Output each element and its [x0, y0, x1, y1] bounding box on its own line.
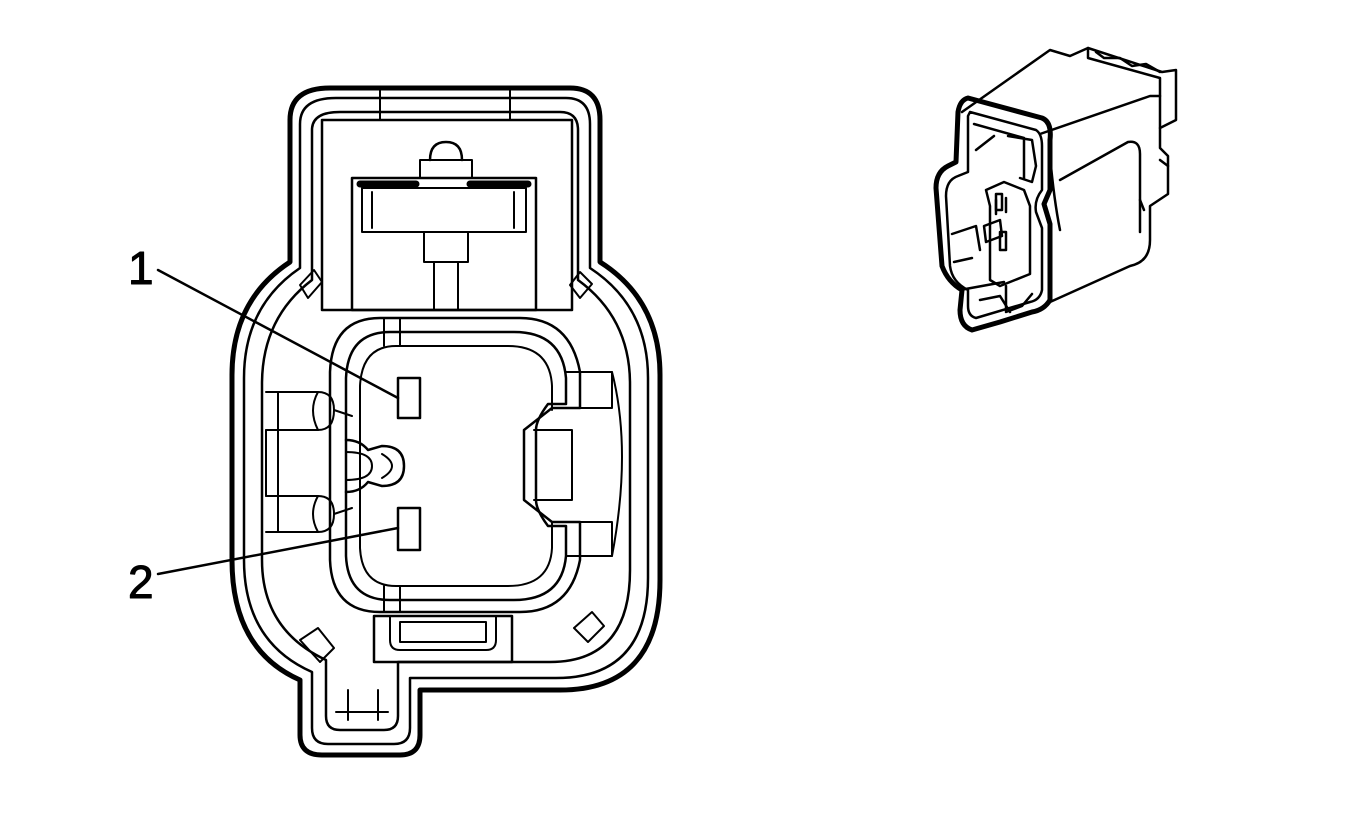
shoulder-notch-right	[569, 271, 593, 299]
callout-2: 2	[128, 526, 400, 609]
callout-2-label: 2	[128, 556, 154, 608]
shoulder-notch-left	[299, 269, 323, 299]
terminal-cavity-wall	[359, 345, 553, 587]
connector-isometric-view	[933, 46, 1178, 333]
callout-1-leader	[156, 268, 400, 400]
right-lock-block	[533, 429, 573, 501]
left-guide-ribs	[265, 391, 406, 533]
housing-inner-outline	[242, 96, 650, 746]
callout-2-leader	[156, 526, 400, 576]
lower-lock-tab	[372, 614, 514, 664]
right-lock-rib-upper	[565, 371, 613, 409]
latch-tab	[428, 140, 464, 162]
terminal-cavity-inner	[344, 330, 568, 602]
terminal-cavity-outer	[328, 316, 582, 614]
stem-inner	[335, 689, 389, 721]
callout-1-label: 1	[128, 242, 154, 294]
housing-outer-outline	[229, 85, 663, 758]
latch-housing	[320, 87, 574, 312]
right-lock-rib-lower	[565, 521, 613, 557]
housing-secondary-contour	[260, 110, 632, 732]
terminal-slot-1	[396, 376, 422, 420]
callout-1: 1	[128, 242, 400, 400]
terminal-slot-2	[396, 506, 422, 552]
connector-face-view	[229, 85, 663, 758]
